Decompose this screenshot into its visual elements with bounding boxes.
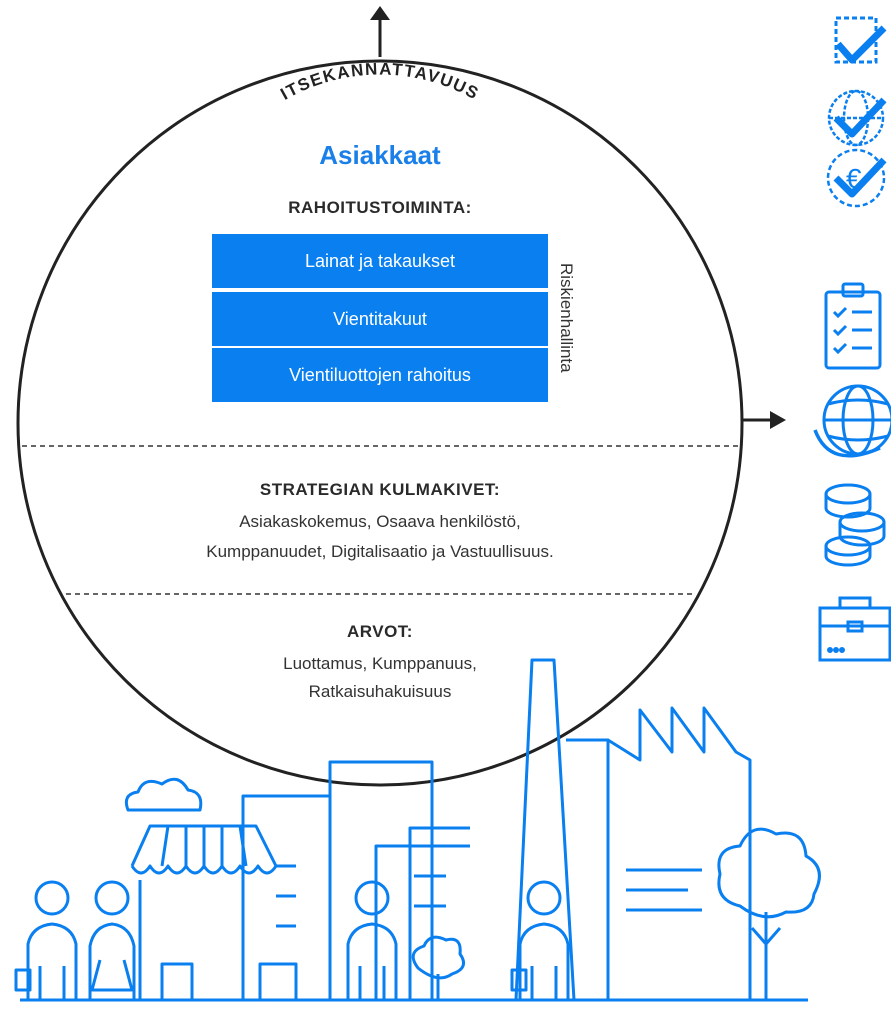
main-circle <box>16 59 744 787</box>
risk-management-label: Riskienhallinta <box>557 263 576 373</box>
arc-label: ITSEKANNATTAVUUS <box>277 59 482 103</box>
strategy-line-1: Asiakaskokemus, Osaava henkilöstö, <box>239 512 521 531</box>
arrow-right <box>742 411 786 429</box>
financing-item-export-credit: Vientiluottojen rahoitus <box>212 348 548 402</box>
city-illustration <box>14 658 821 1002</box>
euro-check-icon: € <box>826 148 887 208</box>
strategy-heading: STRATEGIAN KULMAKIVET: <box>259 480 501 499</box>
financing-item-guarantees: Vientitakuut <box>212 292 548 346</box>
values-line-1: Luottamus, Kumppanuus, <box>283 654 477 673</box>
clipboard-checklist-icon <box>824 282 882 370</box>
strategy-line-2: Kumppanuudet, Digitalisaatio ja Vastuull… <box>206 542 554 561</box>
coin-stack-icon <box>824 483 886 567</box>
circle-title: Asiakkaat <box>319 140 441 170</box>
values-line-2: Ratkaisuhakuisuus <box>308 682 452 701</box>
briefcase-icon <box>818 596 891 662</box>
arrow-up <box>370 6 390 57</box>
financing-heading: RAHOITUSTOIMINTA: <box>288 198 472 217</box>
globe-check-icon <box>827 89 887 147</box>
checkbox-check-icon <box>834 16 887 64</box>
values-heading: ARVOT: <box>347 622 413 641</box>
financing-item-loans: Lainat ja takaukset <box>212 234 548 288</box>
globe-arrows-icon <box>813 384 891 458</box>
